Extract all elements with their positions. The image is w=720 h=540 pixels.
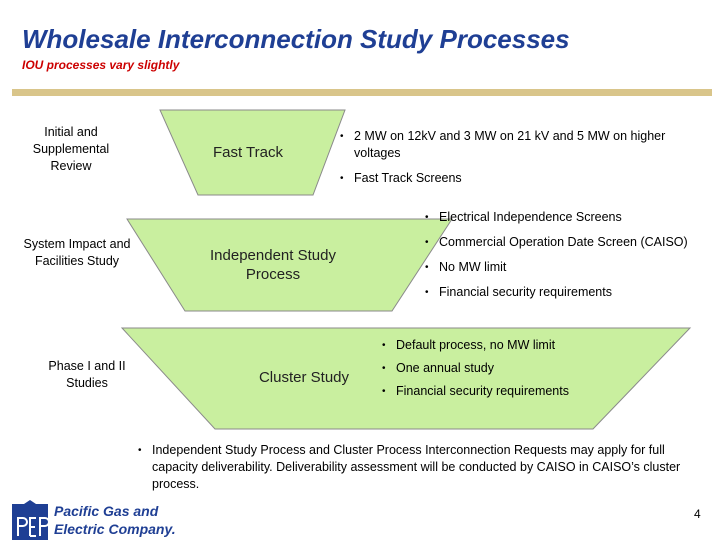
page-subtitle: IOU processes vary slightly — [22, 58, 180, 72]
deliverability-note: • Independent Study Process and Cluster … — [138, 442, 698, 493]
page-title: Wholesale Interconnection Study Processe… — [22, 24, 570, 54]
fast-track-shape — [159, 109, 346, 196]
independent-study-shape — [126, 218, 453, 312]
bullet-item: Default process, no MW limit — [382, 337, 632, 354]
note-bullet: • — [138, 445, 142, 456]
bullet-item: Financial security requirements — [382, 383, 632, 400]
independent-study-label: Independent Study Process — [210, 247, 336, 283]
page-number: 4 — [694, 507, 701, 521]
bullet-item: Commercial Operation Date Screen (CAISO) — [425, 234, 690, 251]
bullet-item: Electrical Independence Screens — [425, 209, 690, 226]
note-text: Independent Study Process and Cluster Pr… — [152, 443, 681, 491]
independent-study-bullets: Electrical Independence Screens Commerci… — [425, 209, 690, 301]
bullet-item: 2 MW on 12kV and 3 MW on 21 kV and 5 MW … — [340, 128, 680, 162]
fast-track-bullets: 2 MW on 12kV and 3 MW on 21 kV and 5 MW … — [340, 128, 680, 187]
bullet-item: Fast Track Screens — [340, 170, 680, 187]
header-divider — [12, 89, 712, 96]
pge-logo-icon — [12, 500, 50, 540]
fast-track-label: Fast Track — [212, 144, 283, 161]
bullet-item: Financial security requirements — [425, 284, 690, 301]
side-label-phase-studies: Phase I and II Studies — [48, 359, 126, 390]
bullet-item: One annual study — [382, 360, 632, 377]
bullet-item: No MW limit — [425, 259, 690, 276]
cluster-study-bullets: Default process, no MW limit One annual … — [382, 337, 632, 400]
side-label-system-impact: System Impact and Facilities Study — [23, 237, 131, 268]
cluster-study-label: Cluster Study — [258, 369, 350, 386]
logo-line-2: Electric Company. — [54, 521, 176, 537]
pge-logo: Pacific Gas and Electric Company. — [12, 500, 176, 540]
side-label-initial-review: Initial and Supplemental Review — [32, 125, 110, 173]
logo-line-1: Pacific Gas and — [54, 503, 159, 519]
